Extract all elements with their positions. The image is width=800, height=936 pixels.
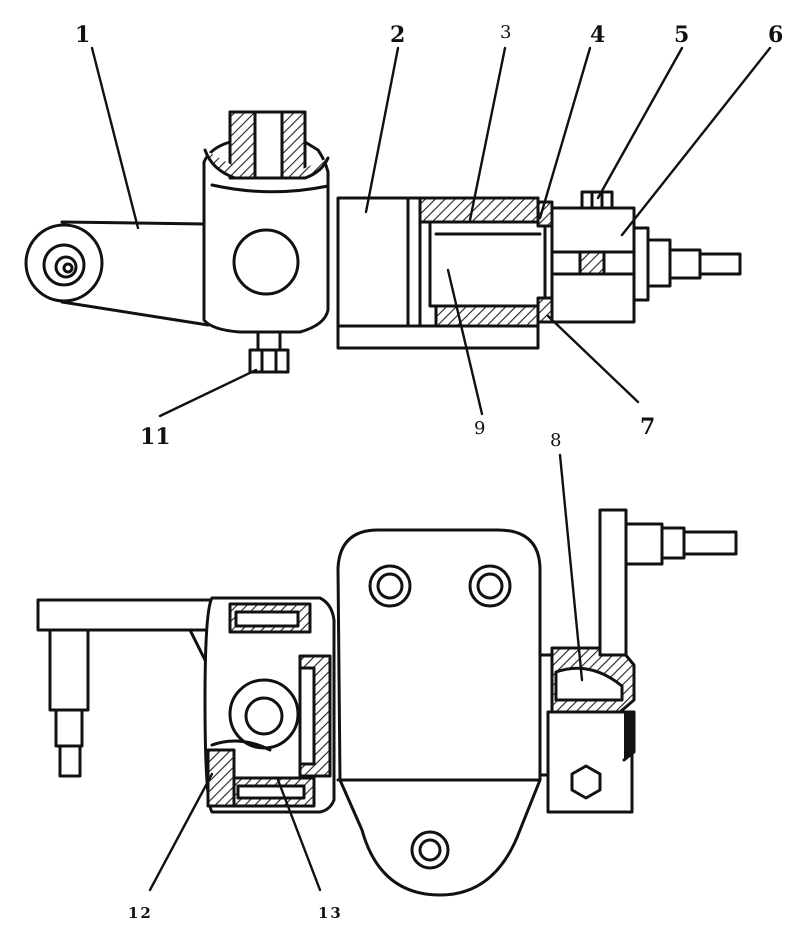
- left-shaft: [36, 598, 217, 778]
- bottom-view: [36, 508, 738, 897]
- label-part-5: 5: [674, 22, 690, 48]
- leader-9: [446, 268, 484, 416]
- label-part-12: 12: [128, 904, 153, 922]
- leader-4: [538, 46, 592, 220]
- label-part-9: 9: [474, 418, 486, 439]
- housing-body: [202, 110, 330, 334]
- label-part-8: 8: [550, 430, 562, 451]
- bolt-5: [580, 190, 614, 210]
- leader-1: [90, 46, 140, 230]
- label-part-1: 1: [75, 22, 91, 48]
- top-view: [24, 110, 742, 374]
- leader-8: [558, 453, 584, 682]
- left-housing: [203, 596, 336, 814]
- label-part-2: 2: [390, 22, 406, 48]
- label-part-4: 4: [590, 22, 606, 48]
- leader-13: [276, 778, 322, 892]
- label-part-11: 11: [140, 424, 171, 450]
- bolt-11: [248, 330, 290, 374]
- leader-2: [364, 46, 400, 214]
- label-part-3: 3: [500, 22, 512, 43]
- leader-12: [148, 772, 214, 892]
- lever-arm: [24, 220, 210, 327]
- leader-5: [596, 46, 684, 200]
- label-part-7: 7: [640, 414, 656, 440]
- central-plate: [336, 528, 542, 897]
- cylinder-block: [336, 196, 547, 350]
- right-clamp: [538, 508, 738, 814]
- leader-7: [546, 314, 640, 404]
- leader-6: [620, 46, 772, 237]
- end-cap: [550, 206, 742, 324]
- leader-3: [468, 46, 507, 222]
- leader-11: [158, 368, 258, 418]
- label-part-13: 13: [318, 904, 343, 922]
- label-part-6: 6: [768, 22, 784, 48]
- leader-lines: [90, 46, 772, 892]
